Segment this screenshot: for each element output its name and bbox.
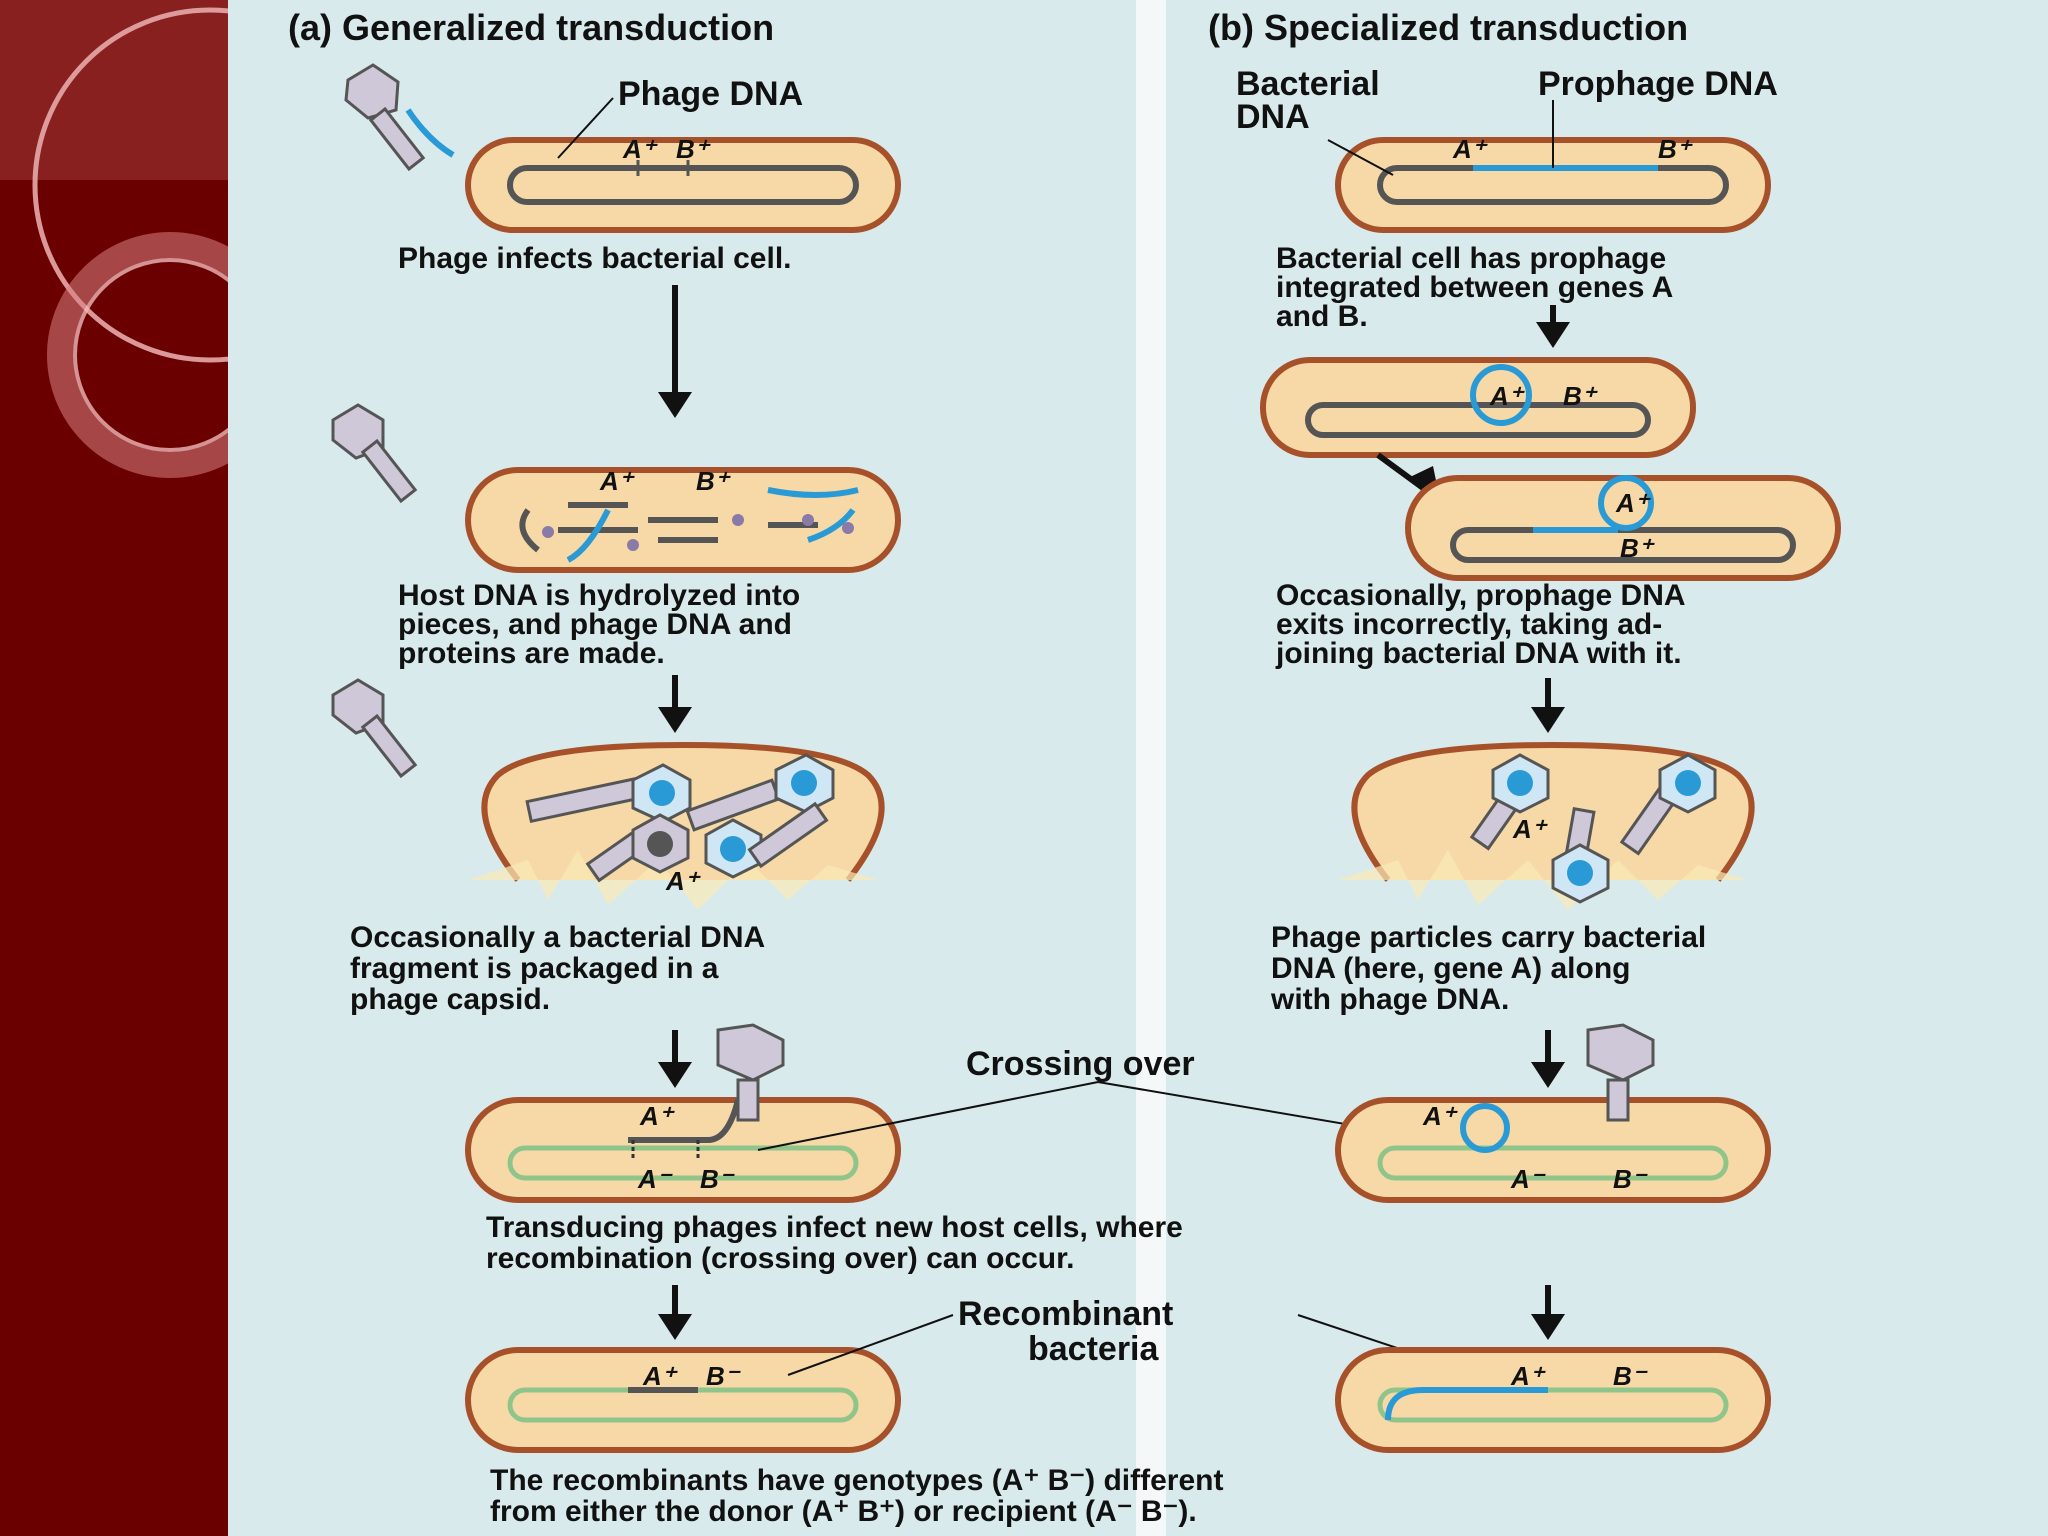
b-step2-line3: joining bacterial DNA with it. (1275, 637, 1682, 670)
a4-gene-a-minus: A⁻ (637, 1164, 673, 1194)
a2-gene-a: A⁺ (599, 466, 635, 496)
transduction-figure: (a) Generalized transduction (b) Special… (228, 0, 2048, 1536)
b-step2-line1: Occasionally, prophage DNA (1276, 579, 1686, 612)
slide-decoration (0, 0, 228, 1536)
phage-icon (344, 63, 426, 172)
b5-gene-b: B⁻ (1613, 1361, 1648, 1391)
b4-gene-b-minus: B⁻ (1613, 1164, 1648, 1194)
b-step3-line2: DNA (here, gene A) along (1271, 952, 1630, 985)
a-step2-line2: pieces, and phage DNA and (398, 608, 792, 641)
a-cell-5 (465, 1347, 901, 1453)
b-step3-line1: Phage particles carry bacterial (1271, 921, 1706, 954)
phage-icon-3 (331, 678, 418, 779)
b-arrow-1 (1536, 305, 1570, 348)
phage-dna-label: Phage DNA (618, 75, 803, 113)
panel-b-title: (b) Specialized transduction (1208, 7, 1688, 48)
b3-gene-a: A⁺ (1512, 814, 1548, 844)
a-cell-1 (405, 108, 901, 233)
step4-line1: Transducing phages infect new host cells… (486, 1211, 1183, 1244)
a-step3-line1: Occasionally a bacterial DNA (350, 921, 765, 954)
decorative-circles (0, 0, 228, 478)
a-step2-line1: Host DNA is hydrolyzed into (398, 579, 800, 612)
thick-ring (47, 232, 228, 478)
a1-gene-b: B⁺ (676, 134, 711, 164)
panel-a-title: (a) Generalized transduction (288, 7, 774, 48)
b-cell-2a (1260, 357, 1696, 458)
b-arrow-3 (1531, 1030, 1565, 1088)
phage-icon-4 (716, 1023, 785, 1122)
prophage-dna-label: Prophage DNA (1538, 65, 1778, 103)
a-arrow-1 (658, 285, 692, 418)
b-cell-5 (1335, 1347, 1771, 1453)
packaged-phages-b (1469, 753, 1717, 904)
crossing-over-leader-a (757, 1081, 1099, 1151)
a-arrow-2 (658, 675, 692, 733)
b4-gene-a-minus: A⁻ (1510, 1164, 1546, 1194)
step5-line2: from either the donor (A⁺ B⁺) or recipie… (490, 1495, 1197, 1528)
b2a-gene-a: A⁺ (1489, 381, 1525, 411)
a5-gene-a: A⁺ (642, 1361, 678, 1391)
a-step1-caption: Phage infects bacterial cell. (398, 242, 792, 275)
bacterial-dna-label-2: DNA (1236, 98, 1310, 136)
corner-block (0, 0, 228, 180)
recombinant-leader-a (787, 1314, 954, 1376)
b-step3-line3: with phage DNA. (1270, 983, 1509, 1016)
b-step1-line2: integrated between genes A (1276, 271, 1673, 304)
b-arrow-4 (1531, 1285, 1565, 1340)
b-cell-4 (1335, 1097, 1771, 1203)
recombinant-label-2: bacteria (1028, 1330, 1159, 1368)
a-step2-line3: proteins are made. (398, 637, 665, 670)
large-ring (32, 7, 228, 363)
phage-dna-leader (557, 97, 614, 159)
b1-gene-a: A⁺ (1452, 134, 1488, 164)
b-cell-2b (1405, 475, 1841, 581)
a-arrow-4 (658, 1285, 692, 1340)
a-cell-2 (465, 467, 901, 573)
a2-gene-b: B⁺ (696, 466, 731, 496)
b2b-gene-b: B⁺ (1620, 533, 1655, 563)
b2a-gene-b: B⁺ (1563, 381, 1598, 411)
b4-gene-a-plus: A⁺ (1422, 1101, 1458, 1131)
a3-gene-a: A⁺ (665, 866, 701, 896)
a-cell-4 (465, 1097, 901, 1203)
b-arrow-2 (1531, 678, 1565, 733)
a-step3-line2: fragment is packaged in a (350, 952, 719, 985)
b2b-gene-a: A⁺ (1615, 488, 1651, 518)
panel-divider (1136, 0, 1166, 1536)
packaged-phages-a (525, 753, 835, 883)
b-step2-line2: exits incorrectly, taking ad- (1276, 608, 1662, 641)
diagram-canvas: (a) Generalized transduction (b) Special… (288, 0, 1841, 1536)
a-step3-line3: phage capsid. (350, 983, 550, 1016)
a4-gene-b-minus: B⁻ (700, 1164, 735, 1194)
step4-line2: recombination (crossing over) can occur. (486, 1242, 1075, 1275)
a4-gene-a-plus: A⁺ (639, 1101, 675, 1131)
recombinant-label-1: Recombinant (958, 1295, 1173, 1333)
b1-gene-b: B⁺ (1658, 134, 1693, 164)
a5-gene-b: B⁻ (706, 1361, 741, 1391)
step5-line1: The recombinants have genotypes (A⁺ B⁻) … (490, 1464, 1223, 1497)
a1-gene-a: A⁺ (622, 134, 658, 164)
thin-ring (73, 258, 228, 452)
b5-gene-a: A⁺ (1510, 1361, 1546, 1391)
bacterial-dna-label-1: Bacterial (1236, 65, 1380, 103)
a-arrow-3 (658, 1030, 692, 1088)
crossing-over-label: Crossing over (966, 1045, 1195, 1083)
b-cell-3-lysing (1338, 741, 1755, 910)
phage-icon-5 (1586, 1023, 1655, 1122)
b-cell-1 (1327, 100, 1771, 233)
b-step1-line3: and B. (1276, 300, 1368, 333)
b-step1-line1: Bacterial cell has prophage (1276, 242, 1666, 275)
phage-icon-2 (331, 403, 418, 504)
